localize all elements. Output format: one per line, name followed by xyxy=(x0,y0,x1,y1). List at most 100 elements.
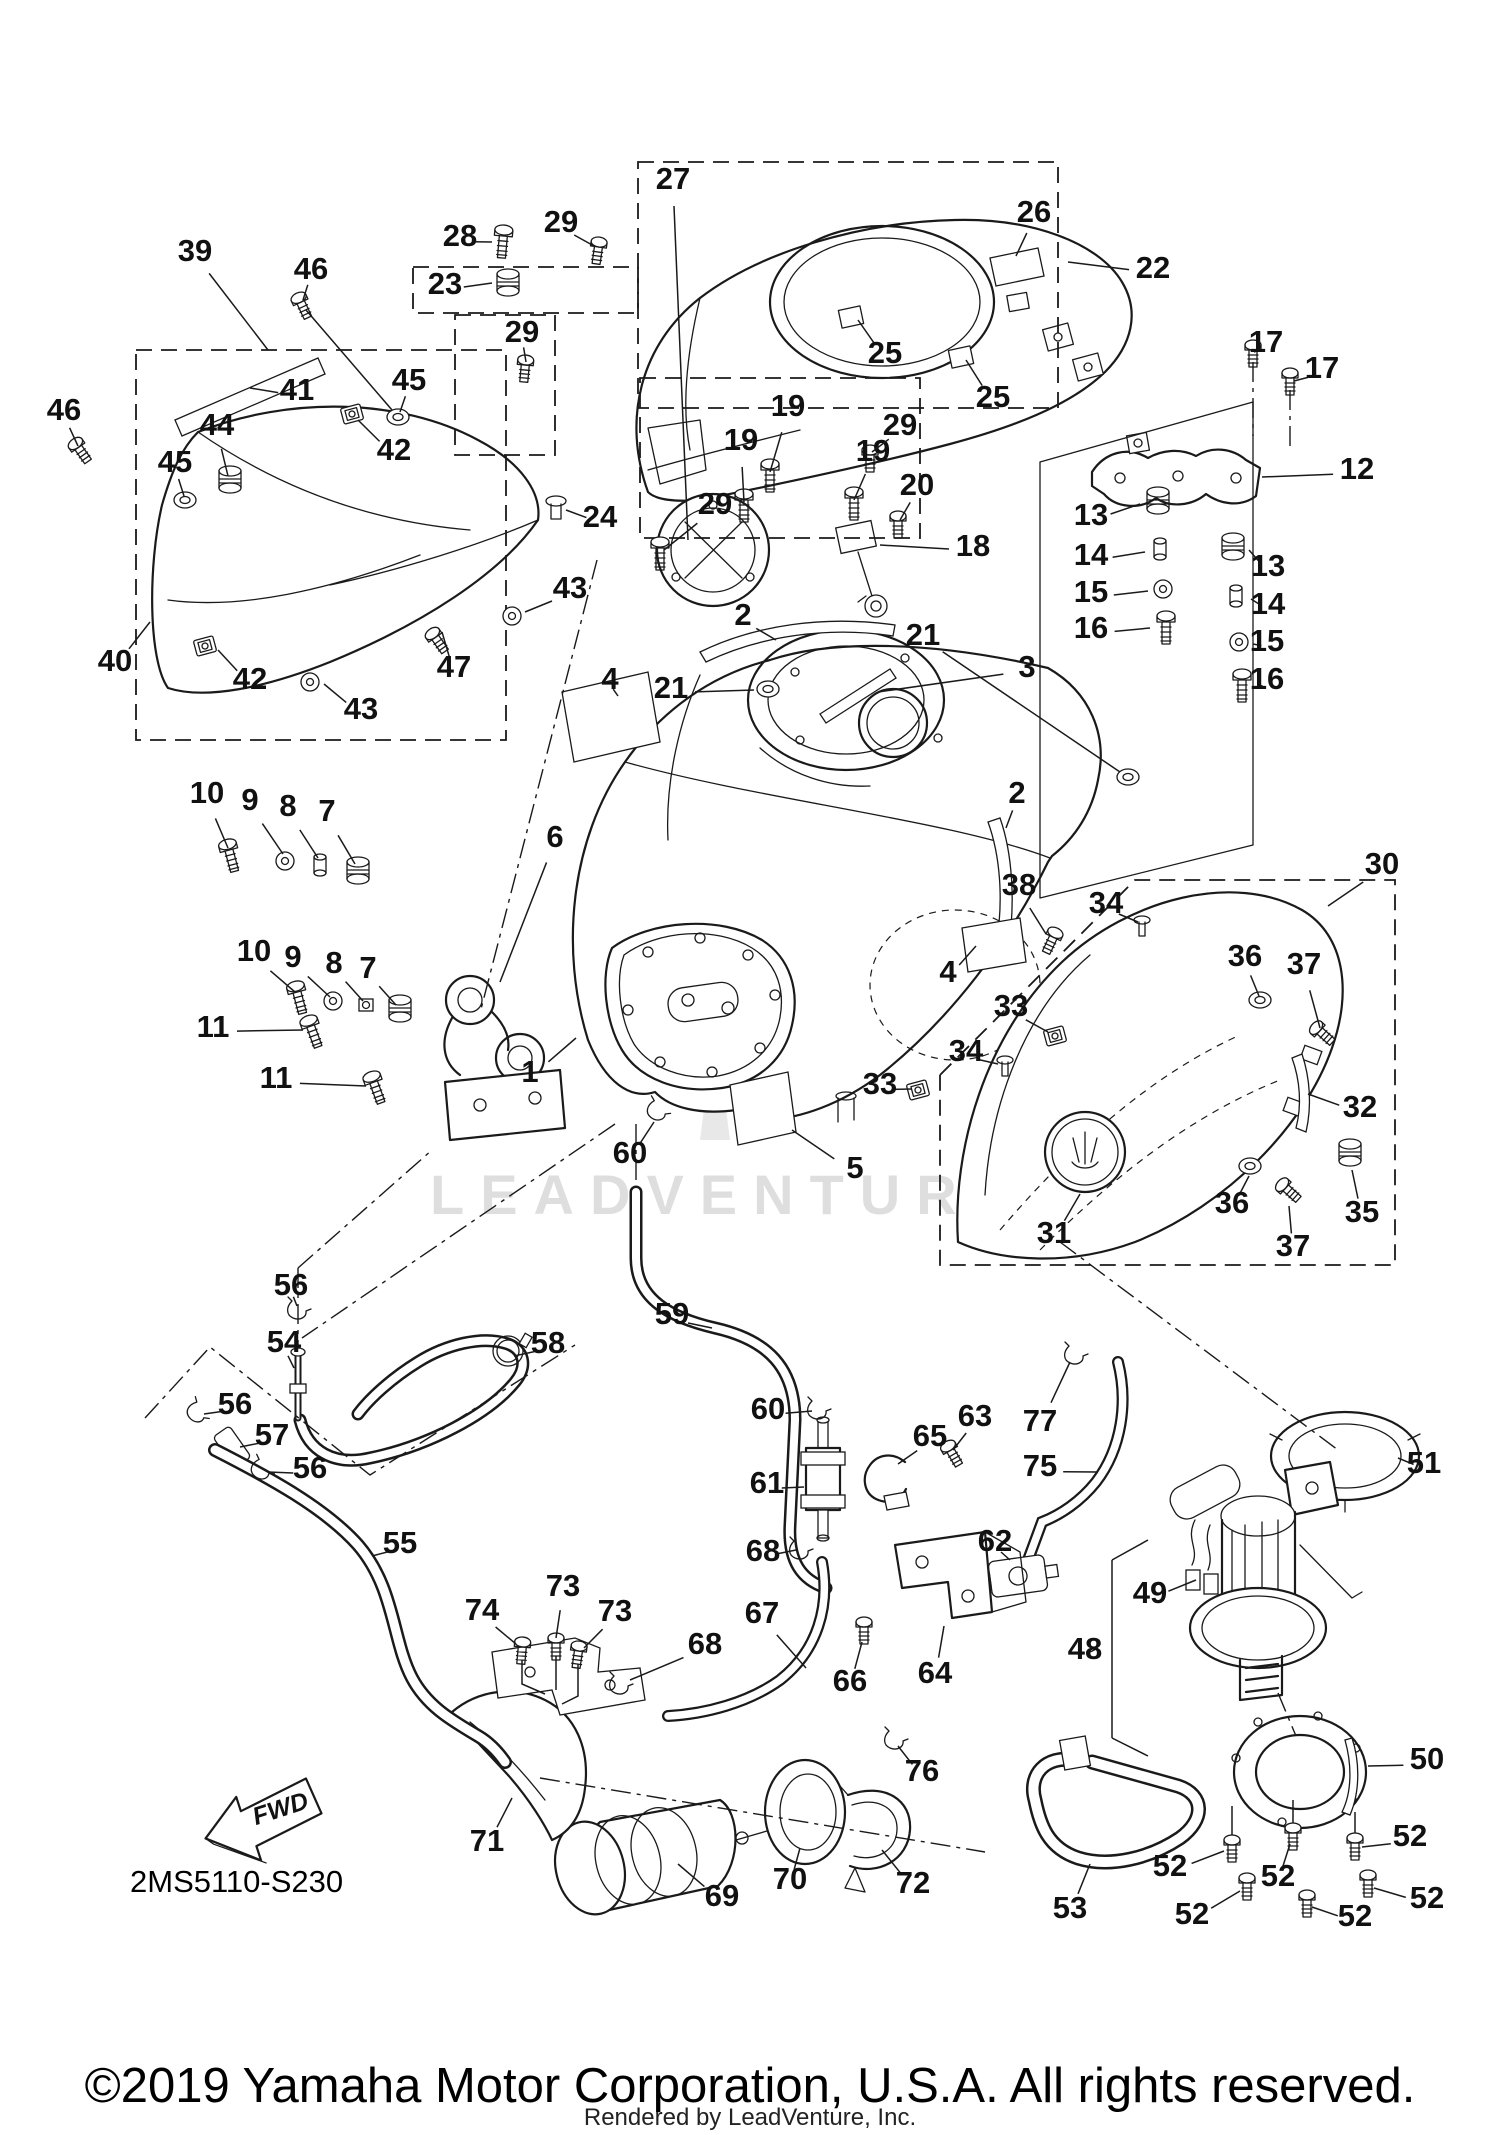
washer-icon xyxy=(1229,632,1249,652)
leader-line xyxy=(496,1797,513,1828)
part-label: 77 xyxy=(1023,1403,1057,1438)
screw-icon xyxy=(1223,1834,1241,1863)
pump-hose-53 xyxy=(1026,1735,1206,1870)
part-label: 56 xyxy=(274,1267,308,1302)
leader-line xyxy=(1288,1205,1293,1234)
pad-26 xyxy=(989,247,1045,287)
part-label: 37 xyxy=(1287,946,1321,981)
part-label: 41 xyxy=(280,372,314,407)
leader-line xyxy=(881,1849,902,1874)
part-label: 2 xyxy=(1008,775,1025,810)
leader-line xyxy=(1118,913,1139,923)
part-label: 25 xyxy=(976,379,1010,414)
leader-line xyxy=(1210,1890,1241,1909)
leader-line xyxy=(677,1863,705,1888)
pad-4b xyxy=(961,917,1027,973)
leader-line xyxy=(1373,1887,1407,1899)
damper-icon xyxy=(388,994,412,1023)
part-label: 51 xyxy=(1407,1445,1441,1480)
dashed-box xyxy=(412,266,639,314)
bolt-icon xyxy=(284,978,313,1017)
leader-line xyxy=(441,631,450,657)
grommet-icon xyxy=(1248,991,1272,1009)
tank-trims xyxy=(561,620,1027,1146)
leader-line xyxy=(1255,684,1263,688)
leader-line xyxy=(741,466,745,503)
leader-line xyxy=(776,1549,797,1555)
tank-top-cover xyxy=(635,218,1133,502)
clip-icon xyxy=(183,1395,216,1428)
leader-line xyxy=(522,347,527,363)
part-label: 52 xyxy=(1393,1818,1427,1853)
leader-line xyxy=(1110,503,1141,515)
leader-line xyxy=(299,1082,367,1087)
leader-line xyxy=(854,1641,863,1669)
leader-line xyxy=(1005,810,1014,829)
part-label: 19 xyxy=(724,422,758,457)
leader-line xyxy=(203,1410,223,1415)
part-label: 24 xyxy=(583,499,618,534)
leader-line xyxy=(513,1350,535,1357)
reference-boxes xyxy=(135,161,1396,1266)
part-label: 20 xyxy=(900,467,934,502)
leader-line xyxy=(776,1634,807,1669)
part-label: 34 xyxy=(949,1033,984,1068)
leader-line xyxy=(791,1129,835,1160)
leader-line xyxy=(629,1656,684,1681)
leader-line xyxy=(555,1610,561,1639)
leader-line xyxy=(1077,1863,1091,1895)
part-label: 72 xyxy=(896,1865,930,1900)
part-label: 16 xyxy=(1074,610,1108,645)
bolt-icon xyxy=(297,1012,328,1051)
fuel-pump-assembly xyxy=(1169,1460,1363,1702)
part-label: 15 xyxy=(1250,623,1284,658)
part-label: 66 xyxy=(833,1663,867,1698)
damper-icon xyxy=(1146,486,1170,515)
part-label: 68 xyxy=(746,1533,780,1568)
part-label: 52 xyxy=(1338,1898,1372,1933)
pump-gasket-plate xyxy=(1231,1711,1368,1830)
part-label: 67 xyxy=(745,1595,779,1630)
part-label: 30 xyxy=(1365,846,1399,881)
leader-line xyxy=(495,1626,517,1645)
clipnut-icon xyxy=(905,1079,931,1101)
leader-line xyxy=(673,205,689,541)
part-label: 9 xyxy=(284,939,301,974)
part-label: 60 xyxy=(751,1391,785,1426)
screw-icon xyxy=(1281,367,1299,396)
part-label: 7 xyxy=(318,793,335,828)
part-label: 33 xyxy=(863,1066,897,1101)
leader-line xyxy=(547,1037,577,1063)
watermark-text: LEADVENTURE xyxy=(430,1163,1027,1226)
dashed-box xyxy=(454,314,556,456)
leader-line xyxy=(463,282,493,288)
part-label: 33 xyxy=(994,988,1028,1023)
part-label: 52 xyxy=(1410,1880,1444,1915)
part-label: 55 xyxy=(383,1525,417,1560)
part-label: 29 xyxy=(698,486,732,521)
leader-line xyxy=(755,627,777,641)
leader-line xyxy=(1311,1906,1339,1917)
leader-line xyxy=(1114,627,1151,633)
part-label: 6 xyxy=(546,819,563,854)
leader-line xyxy=(399,395,407,413)
connector-line xyxy=(305,309,393,411)
leader-line xyxy=(958,945,977,966)
part-label: 44 xyxy=(200,407,235,442)
leader-line xyxy=(302,284,309,301)
leader-line xyxy=(952,1432,967,1451)
hoses xyxy=(208,1185,1129,1769)
part-label: 54 xyxy=(267,1324,302,1359)
part-label: 31 xyxy=(1037,1215,1071,1250)
part-label: 63 xyxy=(958,1398,992,1433)
leader-line xyxy=(965,359,983,387)
fuel-cap-lock xyxy=(834,519,888,618)
grommet-icon xyxy=(173,491,197,509)
part-label: 62 xyxy=(978,1523,1012,1558)
pump-condenser xyxy=(1169,1464,1241,1595)
part-label: 42 xyxy=(377,432,411,467)
part-label: 48 xyxy=(1068,1631,1102,1666)
clip-icon xyxy=(1063,1341,1089,1365)
leader-line xyxy=(1168,1579,1197,1592)
